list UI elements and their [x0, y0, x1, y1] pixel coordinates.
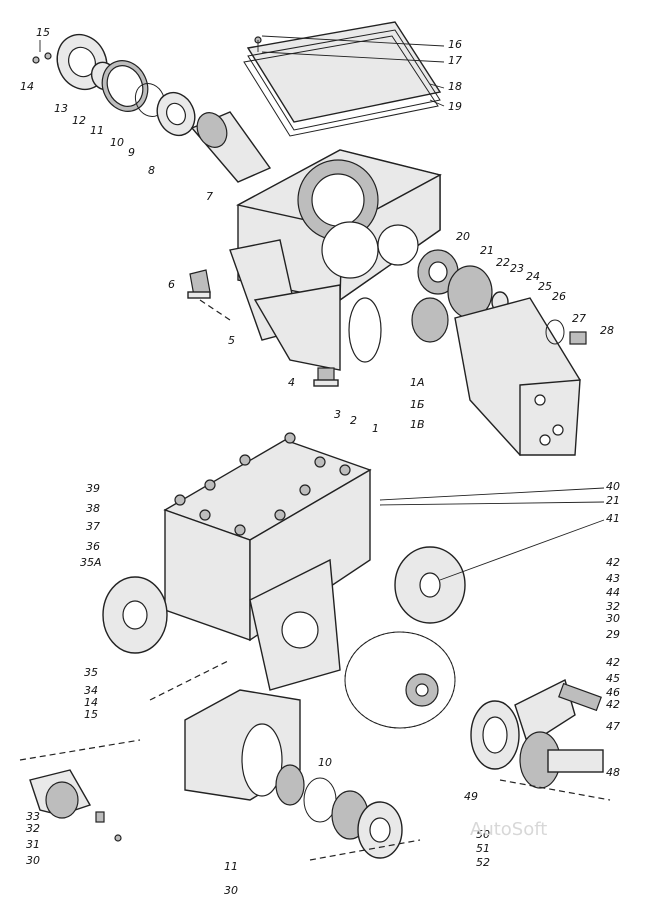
assembly-arrow — [309, 839, 421, 861]
sprocket — [405, 673, 439, 707]
callout: 22 — [496, 256, 510, 269]
callout: 3 — [334, 408, 341, 421]
callout: 27 — [572, 312, 586, 325]
callout: 15 — [36, 26, 50, 39]
callout: 4 — [288, 376, 295, 389]
callout: 44 — [606, 586, 620, 599]
callout: 1 — [372, 422, 379, 435]
callout: 31 — [26, 838, 40, 851]
callout: 42 — [606, 656, 620, 669]
assembly-arrow — [19, 739, 141, 761]
callout: 50 — [476, 828, 490, 841]
callout: 29 — [606, 628, 620, 641]
callout: 33 — [26, 810, 40, 823]
callout: 23 — [510, 262, 524, 275]
callout: 30 — [606, 612, 620, 625]
callout: 16 — [448, 38, 462, 51]
callout: 21 — [480, 244, 494, 257]
assembly-arrow — [199, 299, 231, 321]
drain-plug — [313, 367, 339, 387]
callout: 15 — [84, 708, 98, 721]
callout: 45 — [606, 672, 620, 685]
callout: 10 — [318, 756, 332, 769]
drive-chain — [344, 631, 456, 729]
callout: 11 — [224, 860, 238, 873]
callout: 38 — [86, 502, 100, 515]
callout: 18 — [448, 80, 462, 93]
input-shaft-stack — [32, 33, 272, 183]
assembly-arrow — [149, 659, 231, 701]
callout: 5 — [228, 334, 235, 347]
callout: 51 — [476, 842, 490, 855]
callout: 14 — [84, 696, 98, 709]
callout: 42 — [606, 698, 620, 711]
callout: 32 — [26, 822, 40, 835]
callout: 17 — [448, 54, 462, 67]
callout: 32 — [606, 600, 620, 613]
pump-flange — [249, 558, 341, 691]
callout: 8 — [148, 164, 155, 177]
bearing-cover — [29, 769, 122, 842]
callout: 7 — [206, 190, 213, 203]
callout: 10 — [110, 136, 124, 149]
callout: 1А — [410, 376, 425, 389]
bottom-assembly — [19, 299, 611, 861]
callout: 21 — [606, 494, 620, 507]
callout: 48 — [606, 766, 620, 779]
callout: 35А — [80, 556, 102, 569]
drive-hub — [470, 678, 602, 770]
callout: 1В — [410, 418, 425, 431]
callout: 35 — [84, 666, 98, 679]
callout: 19 — [448, 100, 462, 113]
callout: 24 — [526, 270, 540, 283]
callout: 49 — [464, 790, 478, 803]
callout: 46 — [606, 686, 620, 699]
output-gear-stack — [411, 249, 587, 456]
callout: 26 — [552, 290, 566, 303]
callout: 28 — [600, 324, 614, 337]
assembly-arrow — [499, 779, 611, 801]
callout: 41 — [606, 512, 620, 525]
callout: 2 — [350, 414, 357, 427]
left-pulley — [102, 576, 168, 654]
lower-housing — [184, 689, 301, 801]
cover-plate — [243, 21, 442, 137]
right-pulley — [394, 546, 466, 624]
callout: 42 — [606, 556, 620, 569]
callout: 30 — [224, 884, 238, 897]
callout: 39 — [86, 482, 100, 495]
callout: 14 — [20, 80, 34, 93]
callout: 12 — [72, 114, 86, 127]
callout: 34 — [84, 684, 98, 697]
callout: 1Б — [410, 398, 425, 411]
bearing-stack — [275, 764, 403, 859]
callout: 43 — [606, 572, 620, 585]
callout: 36 — [86, 540, 100, 553]
callout: 30 — [26, 854, 40, 867]
callout: 20 — [456, 230, 470, 243]
filler-plug — [187, 269, 211, 299]
callout: 9 — [128, 146, 135, 159]
callout: 40 — [606, 480, 620, 493]
splined-shaft — [519, 731, 604, 789]
top-assembly — [32, 21, 587, 456]
watermark-text: AutoSoft — [470, 819, 547, 840]
callout: 13 — [54, 102, 68, 115]
callout: 25 — [538, 280, 552, 293]
callout-labels-bottom: 39 38 37 36 35А 35 34 14 15 33 32 31 30 … — [26, 480, 620, 897]
callout-labels-top: 15 14 13 12 11 10 9 8 7 6 5 4 3 2 1 16 1… — [20, 26, 614, 435]
callout: 11 — [90, 124, 104, 137]
callout: 52 — [476, 856, 490, 869]
callout: 6 — [168, 278, 175, 291]
callout: 37 — [86, 520, 100, 533]
callout: 47 — [606, 720, 620, 733]
gear-housing — [229, 149, 442, 371]
